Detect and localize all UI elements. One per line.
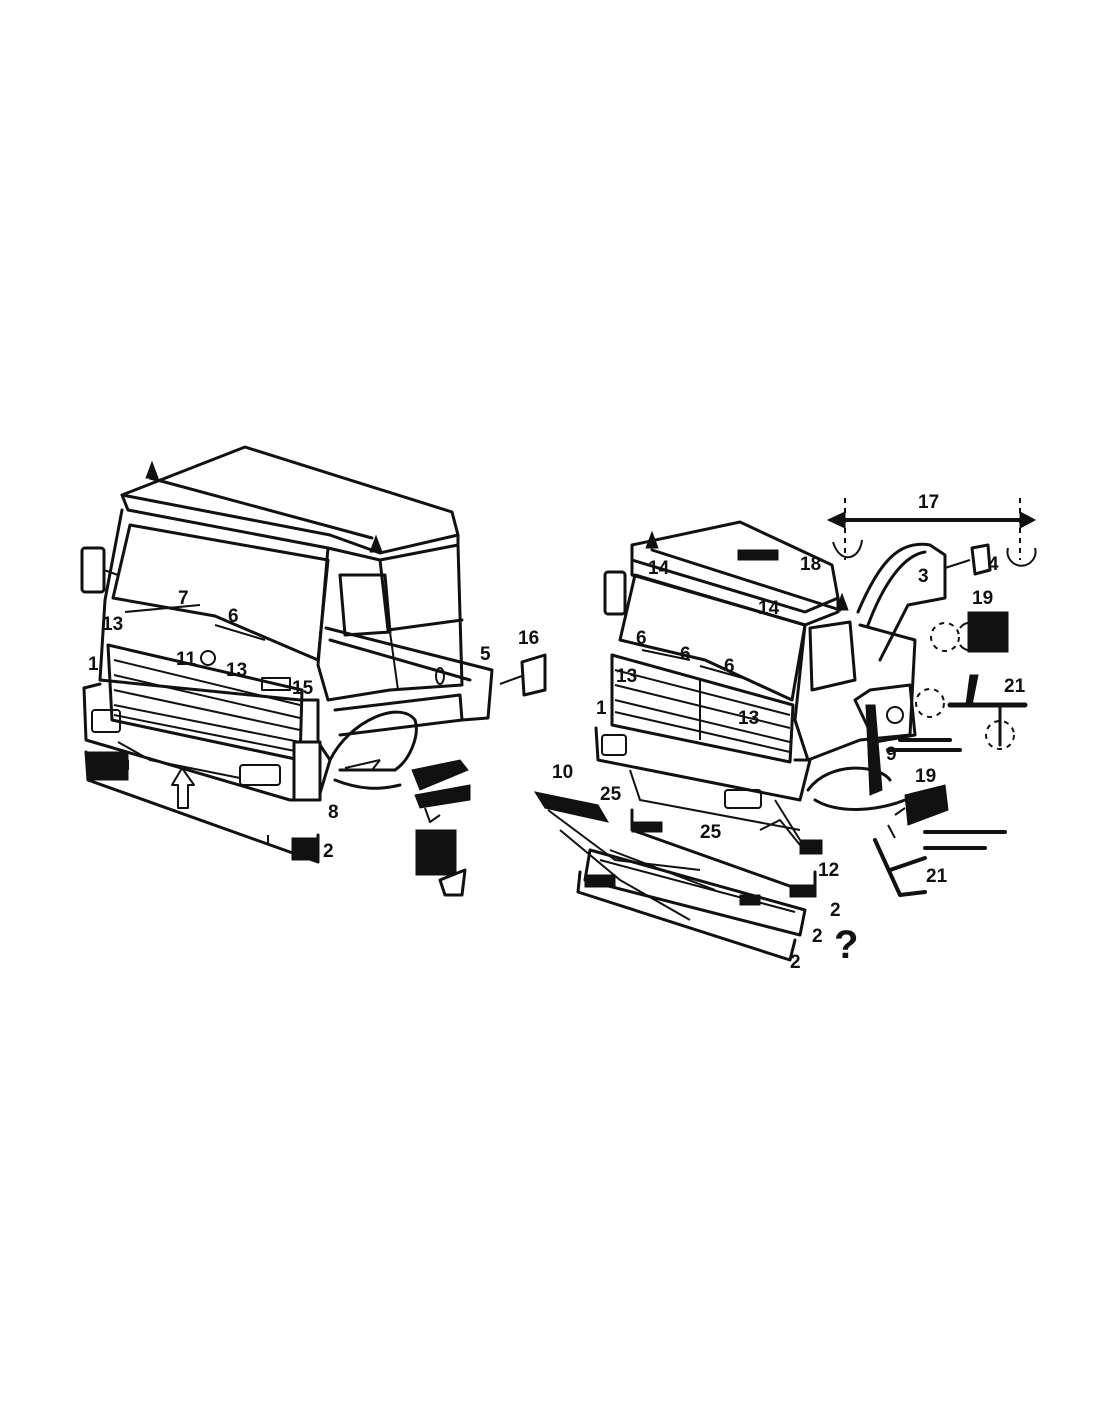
callout-5: 5	[480, 644, 491, 665]
callout-2-b: 2	[812, 926, 823, 947]
callout-13-left: 13	[616, 666, 637, 687]
callout-10: 10	[552, 762, 573, 783]
callout-13-lower: 13	[226, 660, 247, 681]
callout-14: 14	[648, 558, 670, 579]
callout-7: 7	[178, 588, 189, 609]
callout-6-b: 6	[680, 644, 691, 665]
callout-21-top: 21	[1004, 676, 1026, 697]
left-truck-cab	[80, 445, 547, 897]
callout-6: 6	[228, 606, 239, 627]
callout-2-c: 2	[790, 952, 801, 973]
callout-6-c: 6	[724, 656, 735, 677]
callout-6-a: 6	[636, 628, 647, 649]
callout-17: 17	[918, 492, 939, 513]
callout-2-a: 2	[830, 900, 841, 921]
question-mark: ?	[834, 923, 858, 967]
callout-9: 9	[886, 744, 897, 765]
right-labels: 14 18 17 3 4 19 14 6 6 6 13 1 13 21 9 10…	[552, 492, 1026, 973]
callout-13-grille: 13	[738, 708, 759, 729]
callout-16: 16	[518, 628, 539, 649]
right-truck-cab	[533, 498, 1037, 962]
callout-21-lower: 21	[926, 866, 948, 887]
callout-25-center: 25	[700, 822, 722, 843]
callout-13: 13	[102, 614, 123, 635]
callout-3: 3	[918, 566, 929, 587]
callout-1: 1	[88, 654, 99, 675]
callout-18: 18	[800, 554, 821, 575]
callout-8: 8	[328, 802, 339, 823]
callout-19-top: 19	[972, 588, 993, 609]
callout-4: 4	[988, 554, 999, 575]
callout-25-left: 25	[600, 784, 622, 805]
callout-15: 15	[292, 678, 314, 699]
left-labels: 13 7 6 1 11 13 15 5 16 8 2	[88, 588, 539, 862]
callout-11: 11	[176, 649, 197, 670]
callout-2: 2	[323, 841, 334, 862]
callout-12: 12	[818, 860, 839, 881]
callout-19-lower: 19	[915, 766, 936, 787]
callout-14-roof: 14	[758, 598, 780, 619]
callout-1: 1	[596, 698, 607, 719]
